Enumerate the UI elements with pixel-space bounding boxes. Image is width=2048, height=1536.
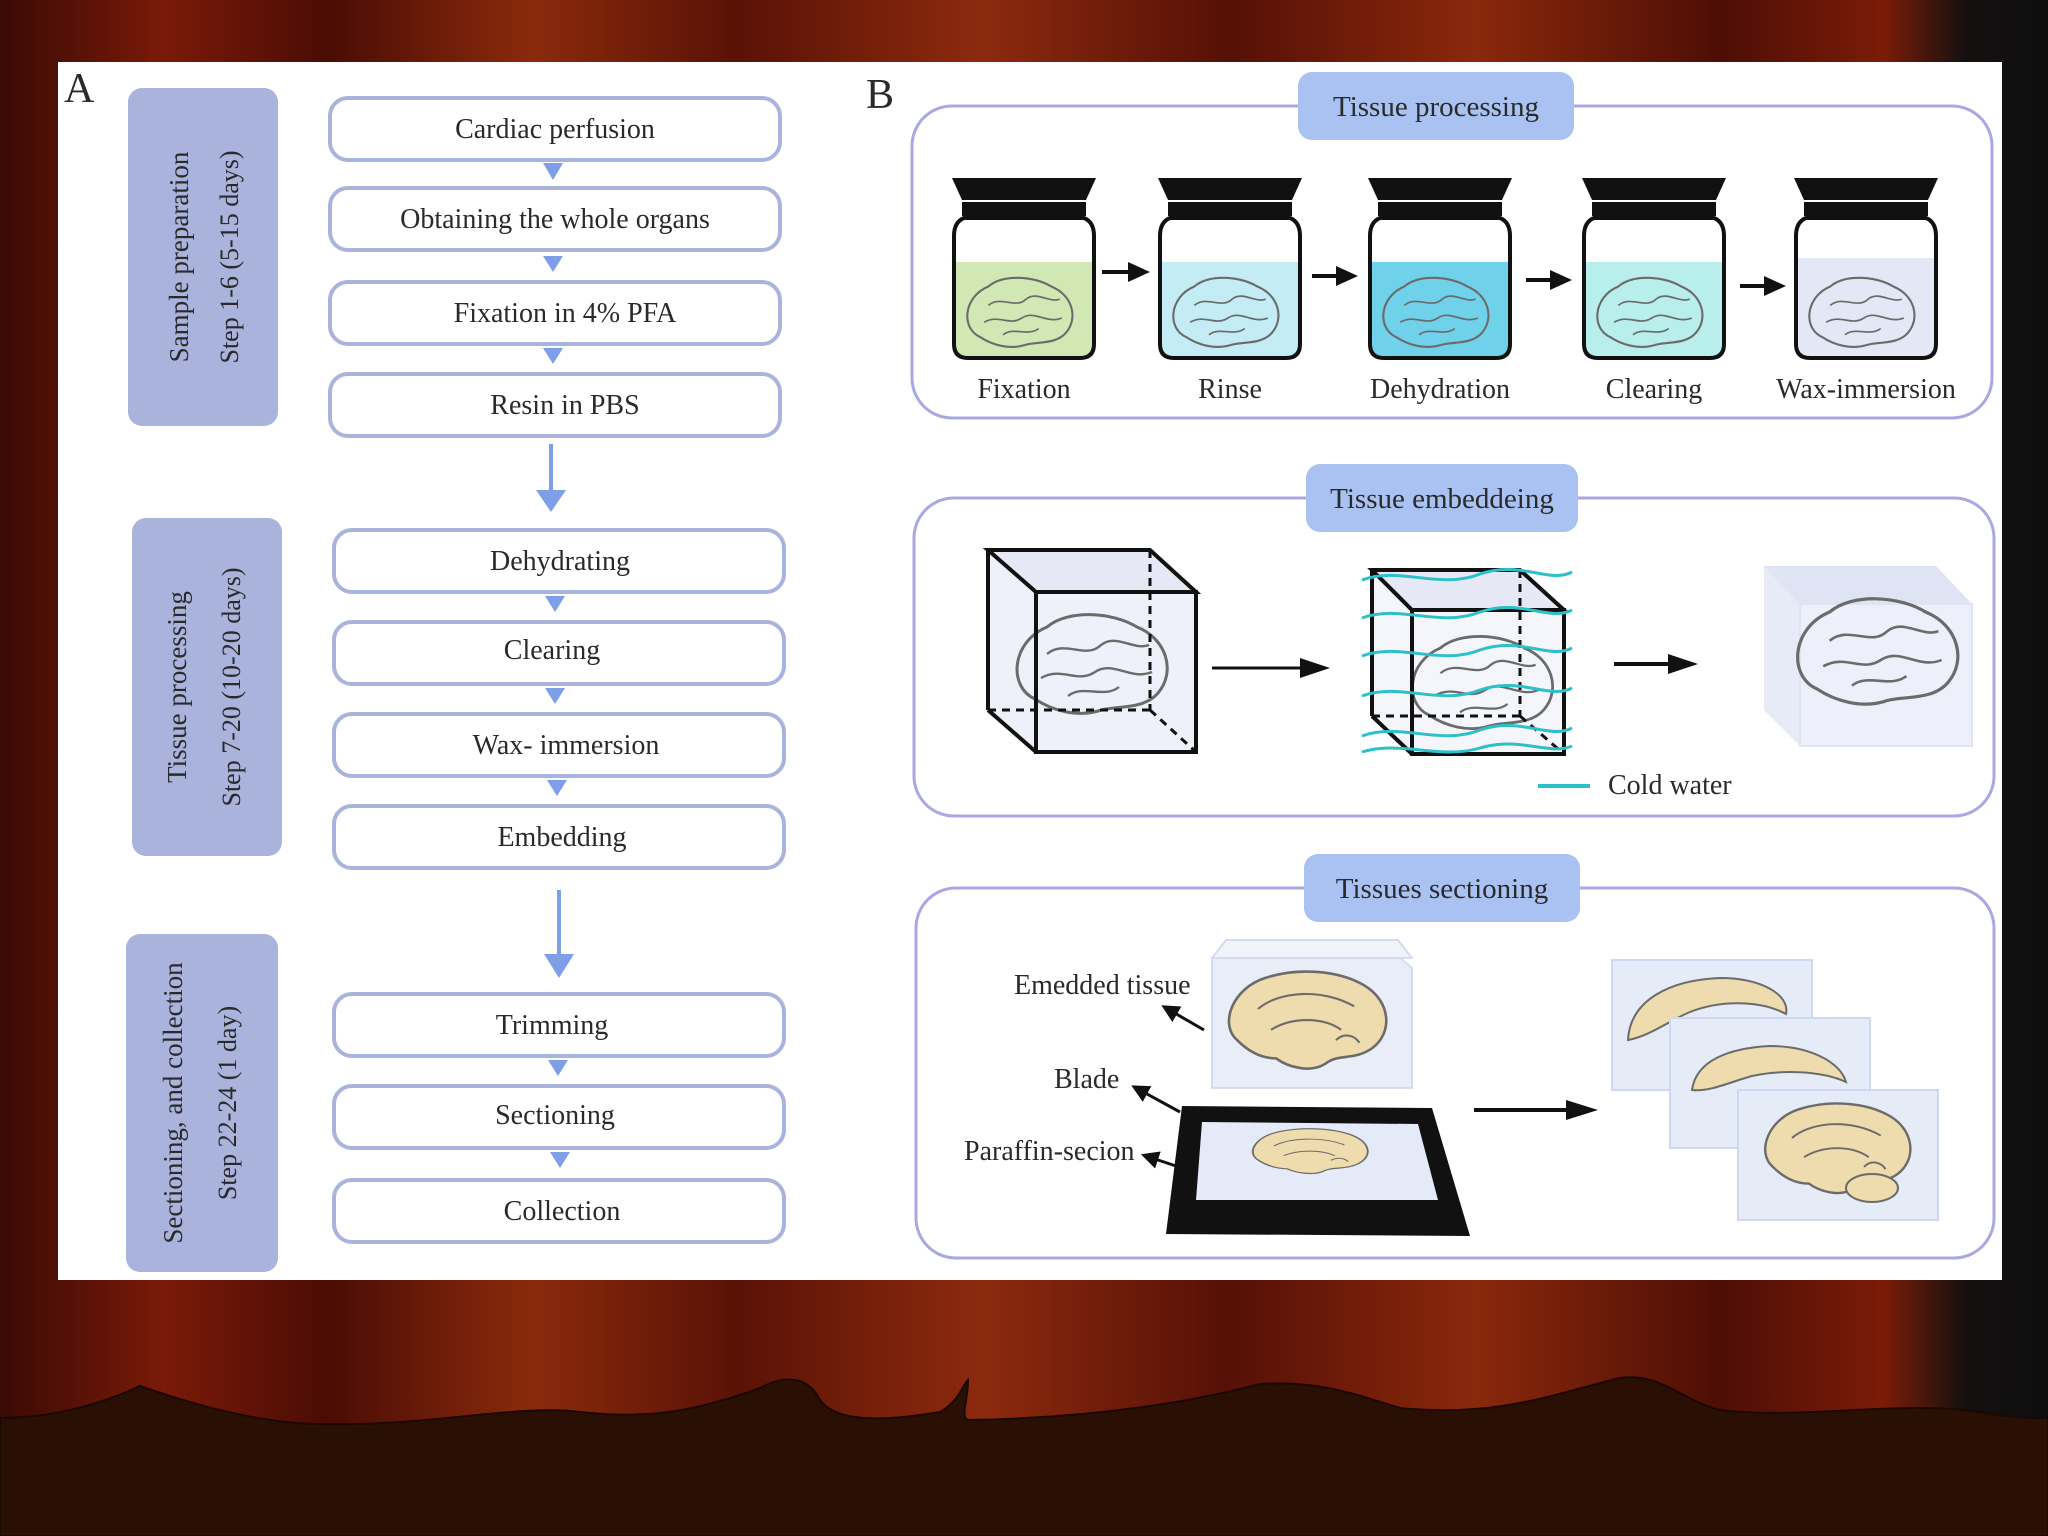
jar-fixation: Fixation <box>952 178 1096 405</box>
jar-lid <box>952 178 1096 200</box>
jar-dehydration: Dehydration <box>1368 178 1512 405</box>
jar-lid <box>1368 178 1512 200</box>
step-label: Clearing <box>504 635 600 666</box>
phase-sectioning-collection: Sectioning, and collection Step 22-24 (1… <box>126 934 278 1272</box>
step-label: Trimming <box>496 1010 609 1041</box>
step-clearing: Clearing <box>332 620 786 686</box>
jar-neck <box>962 202 1086 216</box>
step-label: Cardiac perfusion <box>455 114 655 145</box>
jar-wax-immersion: Wax-immersion <box>1776 178 1956 405</box>
cold-water-legend: Cold water <box>1538 770 1732 801</box>
section-title-box <box>1298 72 1574 140</box>
step-obtaining-organs: Obtaining the whole organs <box>328 186 782 252</box>
jar-lid <box>1158 178 1302 200</box>
jar-body <box>1794 216 1938 360</box>
phase-title: Sectioning, and collection <box>158 962 188 1244</box>
step-dehydrating: Dehydrating <box>332 528 786 594</box>
section-title: Tissue embeddeing <box>1330 483 1554 515</box>
step-trimming: Trimming <box>332 992 786 1058</box>
phase-steps: Step 1-6 (5-15 days) <box>215 150 244 363</box>
panel-a-letter: A <box>64 66 95 112</box>
jar-body <box>1158 216 1302 360</box>
curtain-hem <box>0 1376 2048 1536</box>
jar-body <box>1582 216 1726 360</box>
step-label: Fixation in 4% PFA <box>454 298 678 329</box>
phase-arrows <box>536 444 574 978</box>
jar-label: Dehydration <box>1370 374 1510 405</box>
jar-label: Clearing <box>1606 374 1702 405</box>
jar-neck <box>1804 202 1928 216</box>
jar-arrows <box>1102 262 1786 296</box>
section-title: Tissues sectioning <box>1336 873 1548 905</box>
phase-tissue-processing: Tissue processing Step 7-20 (10-20 days) <box>132 518 282 856</box>
sectioning-arrow <box>1474 1100 1598 1120</box>
wax-block-cube <box>982 548 1202 754</box>
jar-neck <box>1378 202 1502 216</box>
step-label: Collection <box>504 1196 621 1227</box>
phase-steps: Step 7-20 (10-20 days) <box>217 567 246 806</box>
step-label: Resin in PBS <box>490 390 639 421</box>
label-paraffin-section: Paraffin-secion <box>964 1136 1135 1167</box>
section-tissue-processing: Tissue processing Fixation Rinse Dehydrati… <box>910 72 1994 420</box>
collected-sections <box>1611 959 1939 1221</box>
step-label: Wax- immersion <box>473 730 660 761</box>
arrow-paraffin-section <box>1140 1151 1183 1170</box>
phase-title: Sample preparation <box>164 151 194 362</box>
arrow-embedded-tissue <box>1161 1005 1205 1032</box>
jar-label: Fixation <box>977 374 1070 405</box>
cooled-wax-cube <box>1361 568 1573 756</box>
paraffin-slide <box>1166 1106 1470 1236</box>
panel-b-letter: B <box>866 72 894 118</box>
jar-neck <box>1168 202 1292 216</box>
label-blade: Blade <box>1054 1064 1119 1095</box>
section-tissue-embedding: Tissue embeddeing <box>912 464 1996 818</box>
jar-liquid <box>1798 258 1934 358</box>
jar-lid <box>1582 178 1726 200</box>
section-title-box <box>1306 464 1578 532</box>
label-embedded-tissue: Emedded tissue <box>1014 970 1191 1001</box>
step-collection: Collection <box>332 1178 786 1244</box>
embedding-arrow <box>1212 658 1330 678</box>
arrow-blade <box>1131 1085 1181 1114</box>
step-label: Embedding <box>497 822 626 853</box>
step-label: Dehydrating <box>490 546 630 577</box>
jar-body <box>952 216 1096 360</box>
phase-title: Tissue processing <box>162 591 192 783</box>
embedded-tissue-block <box>1209 939 1415 1089</box>
embedded-block <box>1764 566 1973 747</box>
jar-label: Rinse <box>1198 374 1262 405</box>
step-label: Obtaining the whole organs <box>400 204 710 235</box>
step-label: Sectioning <box>495 1100 615 1131</box>
jar-rinse: Rinse <box>1158 178 1302 405</box>
step-sectioning: Sectioning <box>332 1084 786 1150</box>
legend-label: Cold water <box>1608 770 1732 801</box>
embedding-arrow-2 <box>1614 654 1698 674</box>
jar-lid <box>1794 178 1938 200</box>
section-title-box <box>1304 854 1580 922</box>
step-fixation-pfa: Fixation in 4% PFA <box>328 280 782 346</box>
step-cardiac-perfusion: Cardiac perfusion <box>328 96 782 162</box>
section-title: Tissue processing <box>1333 91 1539 123</box>
jar-label: Wax-immersion <box>1776 374 1956 405</box>
step-resin-pbs: Resin in PBS <box>328 372 782 438</box>
step-embedding: Embedding <box>332 804 786 870</box>
jar-body <box>1368 216 1512 360</box>
step-connectors <box>543 163 570 1168</box>
phase-steps: Step 22-24 (1 day) <box>213 1006 242 1200</box>
phase-sample-preparation: Sample preparation Step 1-6 (5-15 days) <box>128 88 278 426</box>
step-wax-immersion: Wax- immersion <box>332 712 786 778</box>
jar-clearing: Clearing <box>1582 178 1726 405</box>
jar-neck <box>1592 202 1716 216</box>
section-tissues-sectioning: Tissues sectioning Emedded tissue Blade … <box>914 854 1996 1260</box>
